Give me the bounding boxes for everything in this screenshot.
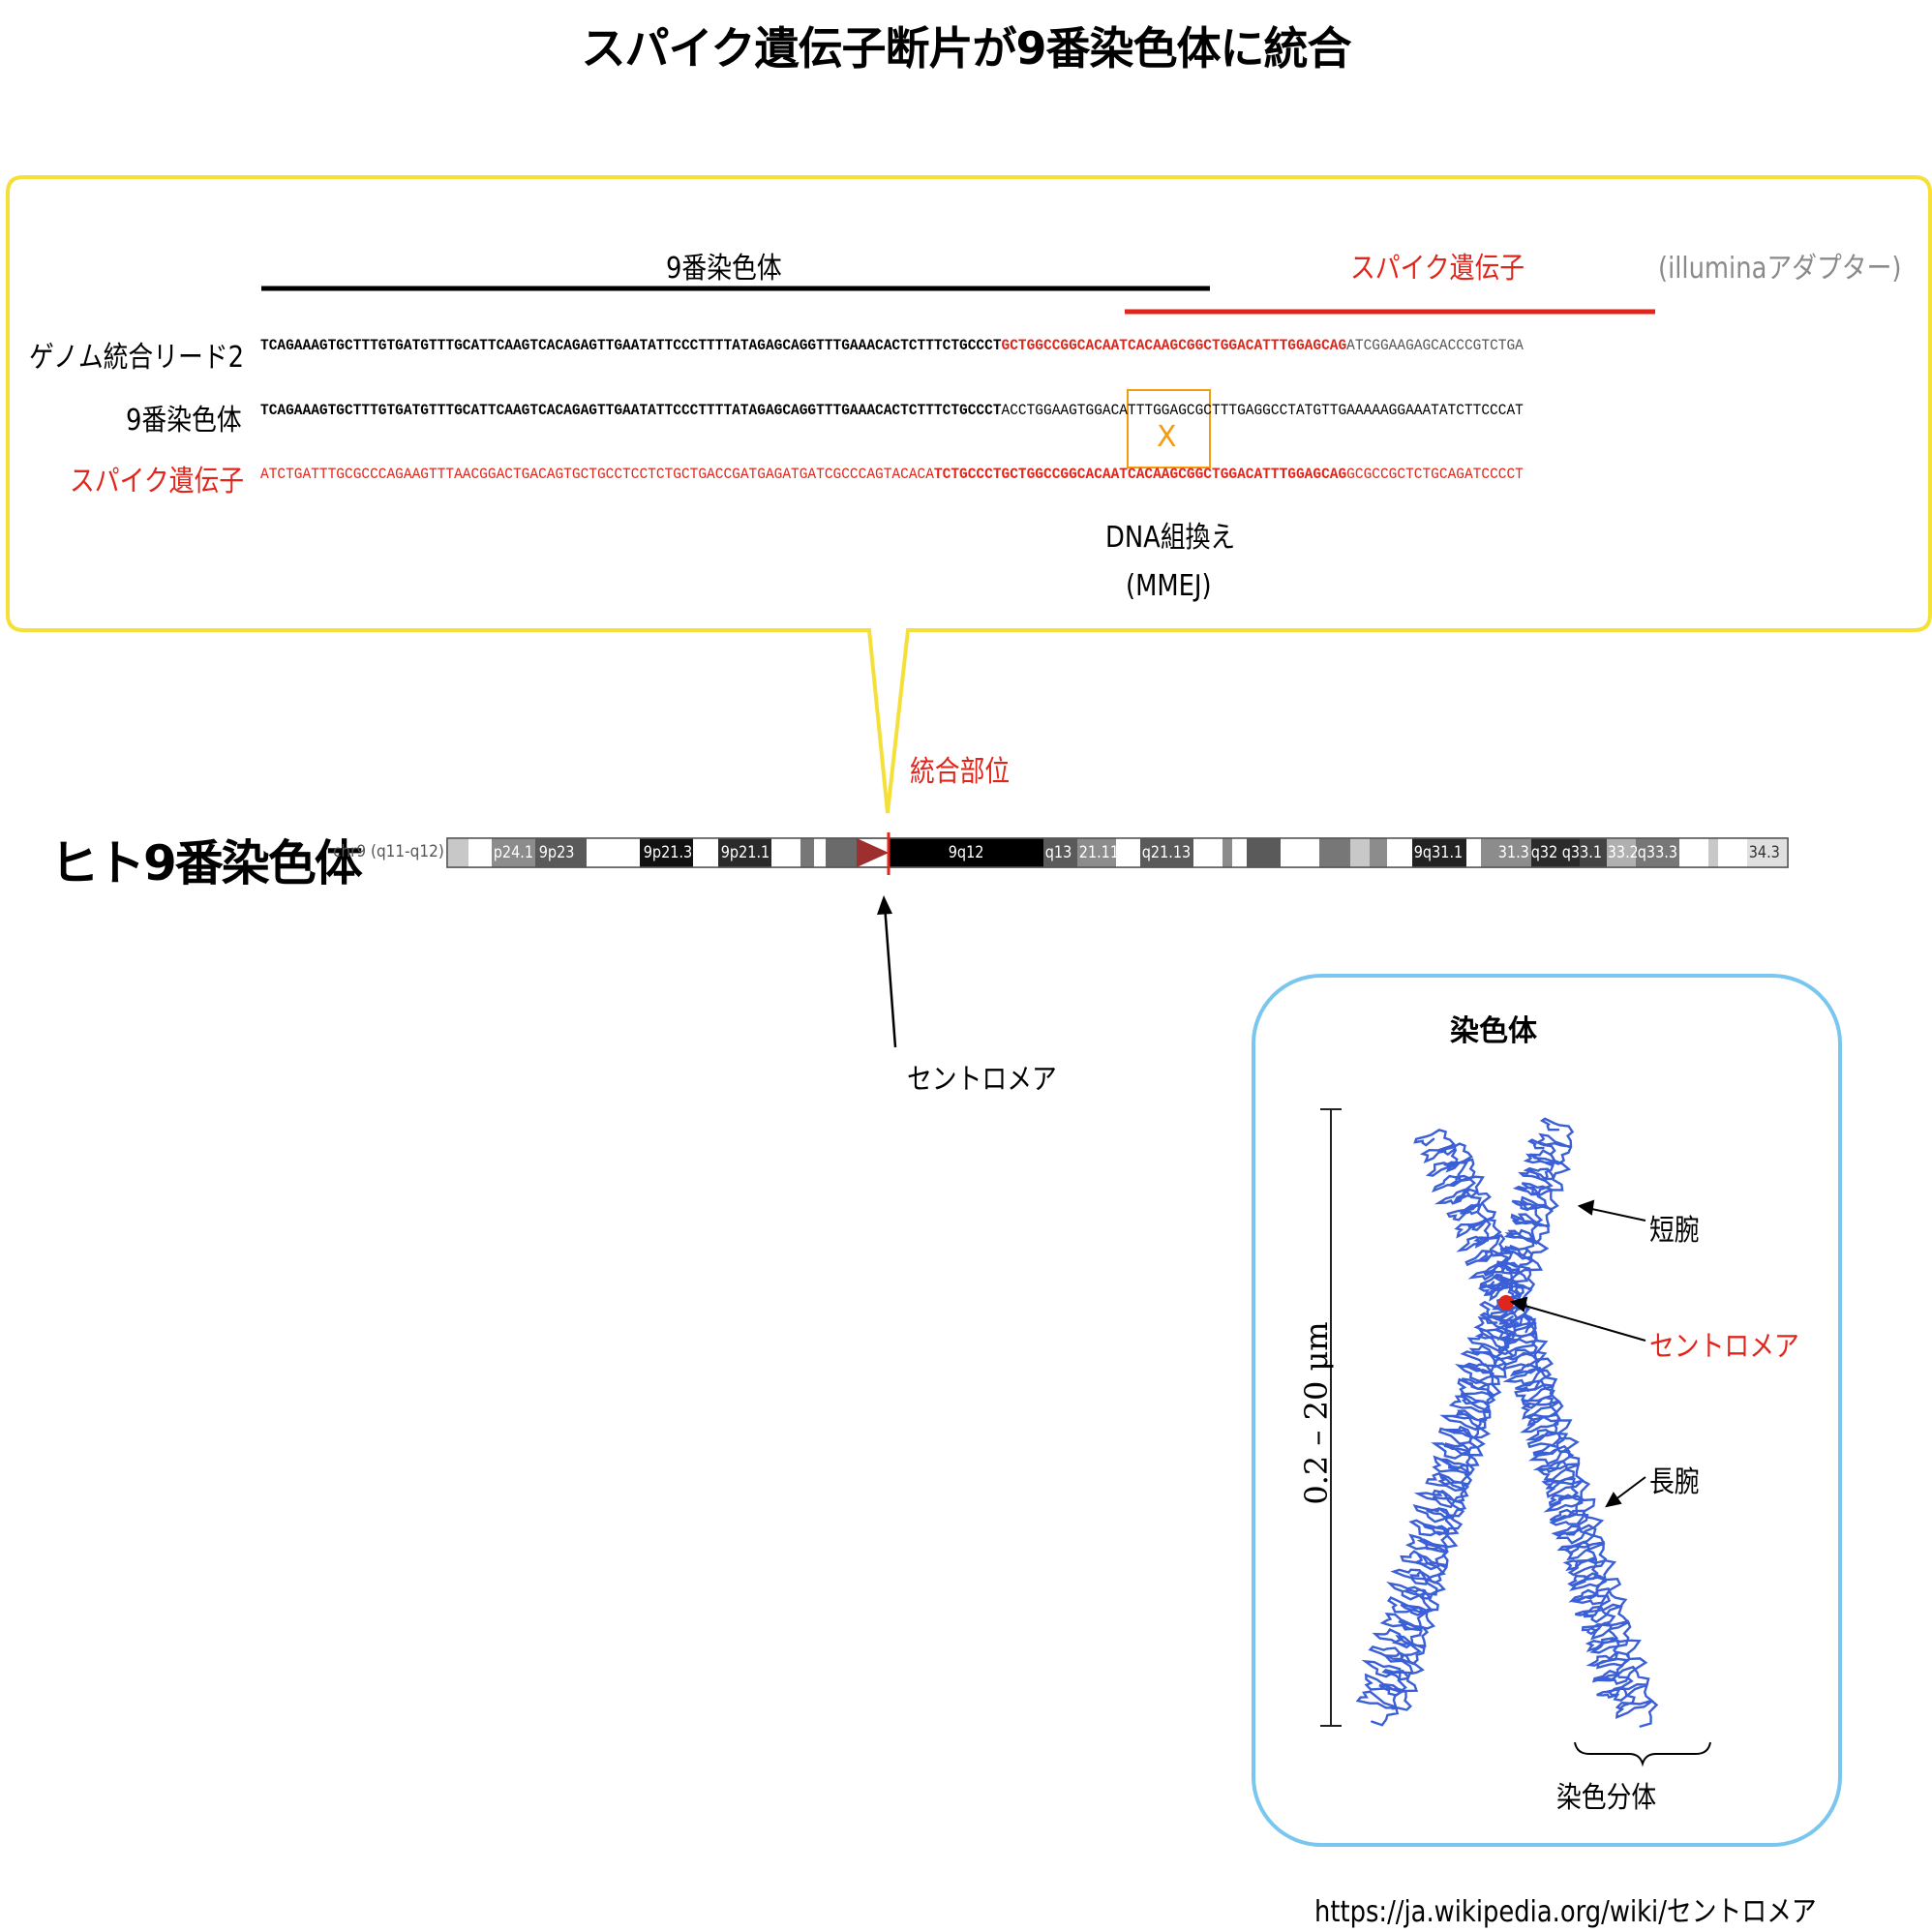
chr9-downstream-segment: ACCTGGAAGTGGACATTTGGAGCGCTTTGAGGCCTATGTT… — [1001, 402, 1524, 419]
band-label: 31.3 — [1497, 843, 1529, 862]
read2-spike-segment: GCTGGCCGGCACAATCACAAGCGGCTGGACATTTGGAGCA… — [1001, 337, 1347, 354]
short-arm-label: 短腕 — [1649, 1214, 1700, 1248]
band-label: 9q12 — [948, 843, 984, 862]
band-label: q13 — [1044, 843, 1072, 862]
inset-box — [1252, 974, 1842, 1847]
sequence-spike: ATCTGATTTGCGCCCAGAAGTTTAACGGACTGACAGTGCT… — [260, 466, 1524, 483]
recombination-cross: X — [1157, 420, 1177, 454]
band-label: p24.1 — [493, 843, 534, 862]
spike-downstream-segment: GCGCCGCTCTGCAGATCCCCT — [1346, 466, 1524, 483]
band-label: 9p23 — [538, 843, 575, 862]
chromatid-brace — [1574, 1741, 1711, 1767]
chromatid-coil — [1436, 1142, 1524, 1301]
band-label: q32 — [1530, 843, 1558, 862]
spike-matched-segment: TCTGCCCTGCTGGCCGGCACAATCACAAGCGGCTGGACAT… — [933, 466, 1347, 483]
centromere-pointer-arrow — [1509, 1296, 1528, 1313]
band-label: q21.13 — [1141, 843, 1192, 862]
recombination-method: (MMEJ) — [1126, 569, 1212, 603]
spike-upstream-segment: ATCTGATTTGCGCCCAGAAGTTTAACGGACTGACAGTGCT… — [260, 466, 934, 483]
ideogram-caption: chr9 (q11-q12) — [333, 842, 444, 861]
chromatid-coil — [1493, 1138, 1556, 1301]
chromosome-illustration — [1355, 1117, 1659, 1728]
band-label: 21.11 — [1078, 843, 1118, 862]
recombination-label: DNA組換え — [1105, 521, 1236, 555]
row-label-chr9: 9番染色体 — [126, 404, 242, 438]
sequence-read2: TCAGAAAGTGCTTTGTGATGTTTGCATTCAAGTCACAGAG… — [260, 337, 1524, 354]
header-spike: スパイク遺伝子 — [1350, 252, 1525, 286]
header-adapter: (illuminaアダプター) — [1658, 252, 1902, 286]
centromere-label: セントロメア — [907, 1063, 1057, 1097]
chr9-matched-segment: TCAGAAAGTGCTTTGTGATGTTTGCATTCAAGTCACAGAG… — [260, 402, 1002, 419]
band-label: 9p21.1 — [720, 843, 770, 862]
centromere-arrow — [877, 895, 892, 915]
page-title: スパイク遺伝子断片が9番染色体に統合 — [581, 22, 1351, 75]
header-chr9: 9番染色体 — [666, 252, 782, 286]
band-label: q33.3 — [1637, 843, 1678, 862]
integration-site-label: 統合部位 — [910, 755, 1011, 789]
band-label: 33.2 — [1607, 843, 1637, 862]
band-label: 9q31.1 — [1413, 843, 1464, 862]
chromosome-title: ヒト9番染色体 — [50, 835, 363, 891]
inset-title: 染色体 — [1450, 1014, 1537, 1048]
read2-chr9-segment: TCAGAAAGTGCTTTGTGATGTTTGCATTCAAGTCACAGAG… — [260, 337, 1002, 354]
chromatid-coil — [1355, 1300, 1519, 1727]
band-label: 9p21.3 — [643, 843, 693, 862]
row-label-spike: スパイク遺伝子 — [70, 465, 245, 498]
chromatid-coil — [1488, 1303, 1659, 1728]
band-label: q33.1 — [1561, 843, 1603, 862]
scale-label: 0.2 – 20 μm — [1298, 1321, 1335, 1505]
read2-adapter-segment: ATCGGAAGAGCACCCGTCTGA — [1346, 337, 1524, 354]
short-arm-arrow — [1577, 1199, 1595, 1216]
long-arm-arrow — [1605, 1492, 1622, 1508]
chr9-ideogram — [446, 837, 1789, 868]
centromere-inset-label: セントロメア — [1649, 1330, 1799, 1364]
long-arm-label: 長腕 — [1649, 1465, 1700, 1499]
chromatid-coil — [1498, 1314, 1636, 1710]
chromatid-coil — [1378, 1312, 1511, 1711]
centromere-dot — [1498, 1295, 1514, 1311]
mmej-box — [1127, 389, 1211, 468]
source-url[interactable]: https://ja.wikipedia.org/wiki/セントロメア — [1314, 1895, 1817, 1929]
chromatid-label: 染色分体 — [1556, 1781, 1657, 1815]
sequence-chr9: TCAGAAAGTGCTTTGTGATGTTTGCATTCAAGTCACAGAG… — [260, 402, 1524, 419]
scale-bar — [1320, 1108, 1342, 1727]
callout-panel — [6, 175, 1932, 814]
row-label-read2: ゲノム統合リード2 — [29, 341, 245, 375]
band-label: 34.3 — [1748, 843, 1780, 862]
